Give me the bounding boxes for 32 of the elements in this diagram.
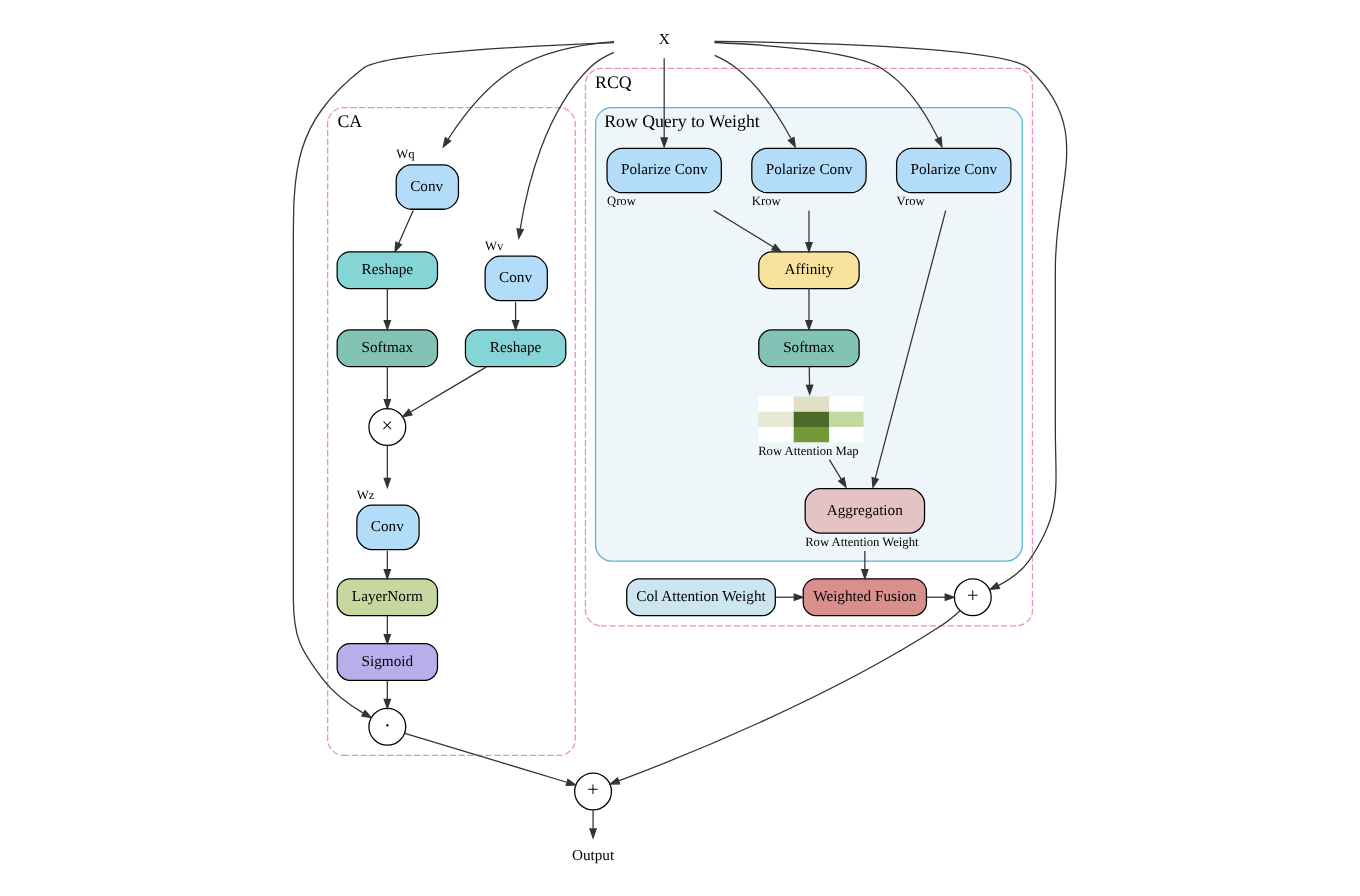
- arrow: [926, 593, 957, 602]
- arrow: [383, 366, 392, 411]
- arrow: [871, 209, 947, 489]
- arrow: [805, 366, 814, 397]
- arrow: [516, 51, 615, 241]
- arrow: [713, 40, 1068, 591]
- arrow: [383, 679, 392, 711]
- arrow: [404, 732, 578, 787]
- arrow: [442, 40, 615, 149]
- arrow: [383, 550, 392, 581]
- arrow: [774, 593, 806, 602]
- arrow: [714, 54, 797, 149]
- arrow: [589, 809, 598, 840]
- node-circle: ×: [368, 408, 407, 447]
- arrow: [383, 444, 392, 490]
- arrow: [401, 366, 488, 418]
- arrow: [713, 41, 943, 149]
- arrow: [860, 550, 869, 581]
- arrow: [713, 210, 783, 253]
- node-circle: +: [574, 772, 613, 811]
- arrow: [660, 57, 669, 149]
- arrow: [828, 459, 848, 489]
- arrow: [394, 210, 414, 254]
- arrow: [804, 288, 813, 332]
- arrow: [608, 610, 961, 785]
- arrow: [804, 210, 813, 254]
- arrow: [383, 615, 392, 646]
- arrow: [292, 41, 615, 719]
- arrow: [511, 301, 520, 332]
- arrow: [383, 288, 392, 332]
- node-circle: +: [953, 578, 992, 617]
- node-circle: ·: [368, 707, 407, 746]
